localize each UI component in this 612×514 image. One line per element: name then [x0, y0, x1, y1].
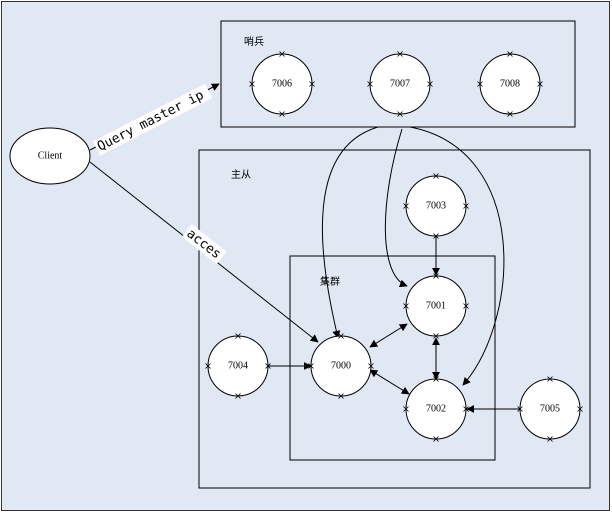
cluster-box: [289, 255, 496, 461]
edge-sentinel-7001: [384, 128, 408, 288]
connection-tick: [507, 111, 513, 117]
connection-tick: [205, 363, 211, 369]
sentinel-box: [220, 20, 576, 128]
svg-text:7008: 7008: [500, 78, 520, 89]
connection-tick: [433, 436, 439, 442]
edge-sentinel-7002: [409, 126, 505, 386]
connection-tick: [433, 333, 439, 339]
connection-tick: [427, 81, 433, 87]
connection-tick: [279, 111, 285, 117]
connection-tick: [249, 81, 255, 87]
connection-tick: [433, 173, 439, 179]
sentinel-label: 哨兵: [244, 35, 264, 48]
connection-ticks: [205, 51, 583, 442]
connection-tick: [433, 376, 439, 382]
edge-sentinel-7000: [321, 126, 379, 339]
edge-7000-7001: [369, 323, 408, 348]
connection-tick: [433, 233, 439, 239]
connection-tick: [308, 363, 314, 369]
connection-tick: [547, 436, 553, 442]
connection-tick: [403, 303, 409, 309]
svg-text:Client: Client: [38, 150, 63, 161]
connection-tick: [537, 81, 543, 87]
connection-tick: [507, 51, 513, 57]
edge-7000-7002: [369, 369, 410, 395]
node-7003: 7003: [405, 175, 467, 237]
connection-tick: [279, 51, 285, 57]
svg-text:7003: 7003: [426, 200, 446, 211]
node-7000: 7000: [310, 335, 372, 397]
connection-tick: [235, 333, 241, 339]
connection-tick: [403, 406, 409, 412]
cluster-label: 集群: [320, 275, 340, 288]
master-slave-label: 主从: [231, 169, 251, 181]
connection-tick: [577, 406, 583, 412]
node-7002: 7002: [405, 378, 467, 440]
node-7004: 7004: [207, 335, 269, 397]
node-7007: 7007: [369, 53, 431, 115]
connection-tick: [368, 363, 374, 369]
node-client: Client: [9, 127, 91, 185]
connection-tick: [309, 81, 315, 87]
connection-tick: [463, 203, 469, 209]
svg-text:7002: 7002: [426, 403, 446, 414]
connection-tick: [433, 273, 439, 279]
svg-text:7004: 7004: [228, 360, 248, 371]
connection-tick: [477, 81, 483, 87]
connection-tick: [463, 406, 469, 412]
node-7001: 7001: [405, 275, 467, 337]
svg-text:7006: 7006: [272, 78, 292, 89]
node-7005: 7005: [519, 378, 581, 440]
connection-tick: [338, 393, 344, 399]
svg-text:7001: 7001: [426, 300, 446, 311]
connection-tick: [235, 393, 241, 399]
connection-tick: [403, 203, 409, 209]
connection-tick: [397, 51, 403, 57]
connection-tick: [517, 406, 523, 412]
connection-tick: [367, 81, 373, 87]
master-slave-box: [198, 149, 591, 489]
node-7006: 7006: [251, 53, 313, 115]
svg-text:7000: 7000: [331, 360, 351, 371]
connection-tick: [338, 333, 344, 339]
node-7008: 7008: [479, 53, 541, 115]
connection-tick: [463, 303, 469, 309]
connection-tick: [265, 363, 271, 369]
svg-text:7007: 7007: [390, 78, 410, 89]
connection-tick: [547, 376, 553, 382]
nodes: Client 7006 7007 7008 7003 7001 7000 70: [9, 53, 581, 440]
connection-tick: [397, 111, 403, 117]
svg-text:7005: 7005: [540, 403, 560, 414]
